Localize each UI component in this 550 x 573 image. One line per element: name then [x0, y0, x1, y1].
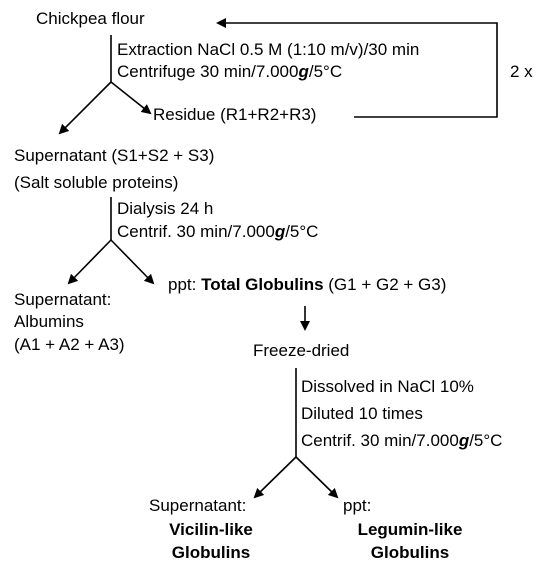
- arrow-to-globulins: [110, 239, 155, 285]
- dissolution-step-line3: Centrif. 30 min/7.000g/5°C: [301, 431, 503, 450]
- recycle-loop-line: [216, 18, 498, 118]
- repeat-count-label: 2 x: [510, 62, 533, 81]
- arrow-to-residue: [110, 81, 152, 115]
- extraction-step-line2: Centrifuge 30 min/7.000g/5°C: [117, 62, 343, 81]
- dissolution-step-line2: Diluted 10 times: [301, 404, 423, 423]
- arrow-to-legumin: [295, 456, 339, 499]
- vicilin-supernatant-label: Supernatant:: [149, 496, 247, 515]
- dialysis-step-line1: Dialysis 24 h: [117, 199, 214, 218]
- vicilin-globulins-line1: Vicilin-like: [169, 520, 253, 539]
- g-force-symbol: g: [274, 222, 286, 241]
- chickpea-flour-label: Chickpea flour: [36, 9, 145, 28]
- albumins-line1: Supernatant:: [14, 290, 112, 309]
- albumins-line2: Albumins: [14, 312, 84, 331]
- arrow-to-vicilin: [253, 456, 297, 499]
- legumin-ppt-label: ppt:: [343, 496, 372, 515]
- albumins-line3: (A1 + A2 + A3): [14, 335, 125, 354]
- total-globulins-label: ppt: Total Globulins (G1 + G2 + G3): [168, 275, 447, 294]
- residue-label: Residue (R1+R2+R3): [153, 105, 317, 124]
- extraction-step-line1: Extraction NaCl 0.5 M (1:10 m/v)/30 min: [117, 40, 420, 59]
- g-force-symbol: g: [298, 62, 309, 81]
- freeze-dried-label: Freeze-dried: [253, 341, 350, 360]
- supernatant-1-line1: Supernatant (S1+S2 + S3): [14, 146, 215, 165]
- vicilin-globulins-line2: Globulins: [171, 543, 251, 562]
- arrow-to-albumins: [67, 239, 112, 285]
- g-force-symbol: g: [458, 431, 470, 450]
- dialysis-step-line2: Centrif. 30 min/7.000g/5°C: [117, 222, 319, 241]
- arrow-to-supernatant-1: [58, 81, 112, 135]
- legumin-globulins-line2: Globulins: [370, 543, 450, 562]
- legumin-globulins-line1: Legumin-like: [357, 520, 463, 539]
- dissolution-step-line1: Dissolved in NaCl 10%: [301, 377, 474, 396]
- supernatant-1-line2: (Salt soluble proteins): [14, 173, 179, 192]
